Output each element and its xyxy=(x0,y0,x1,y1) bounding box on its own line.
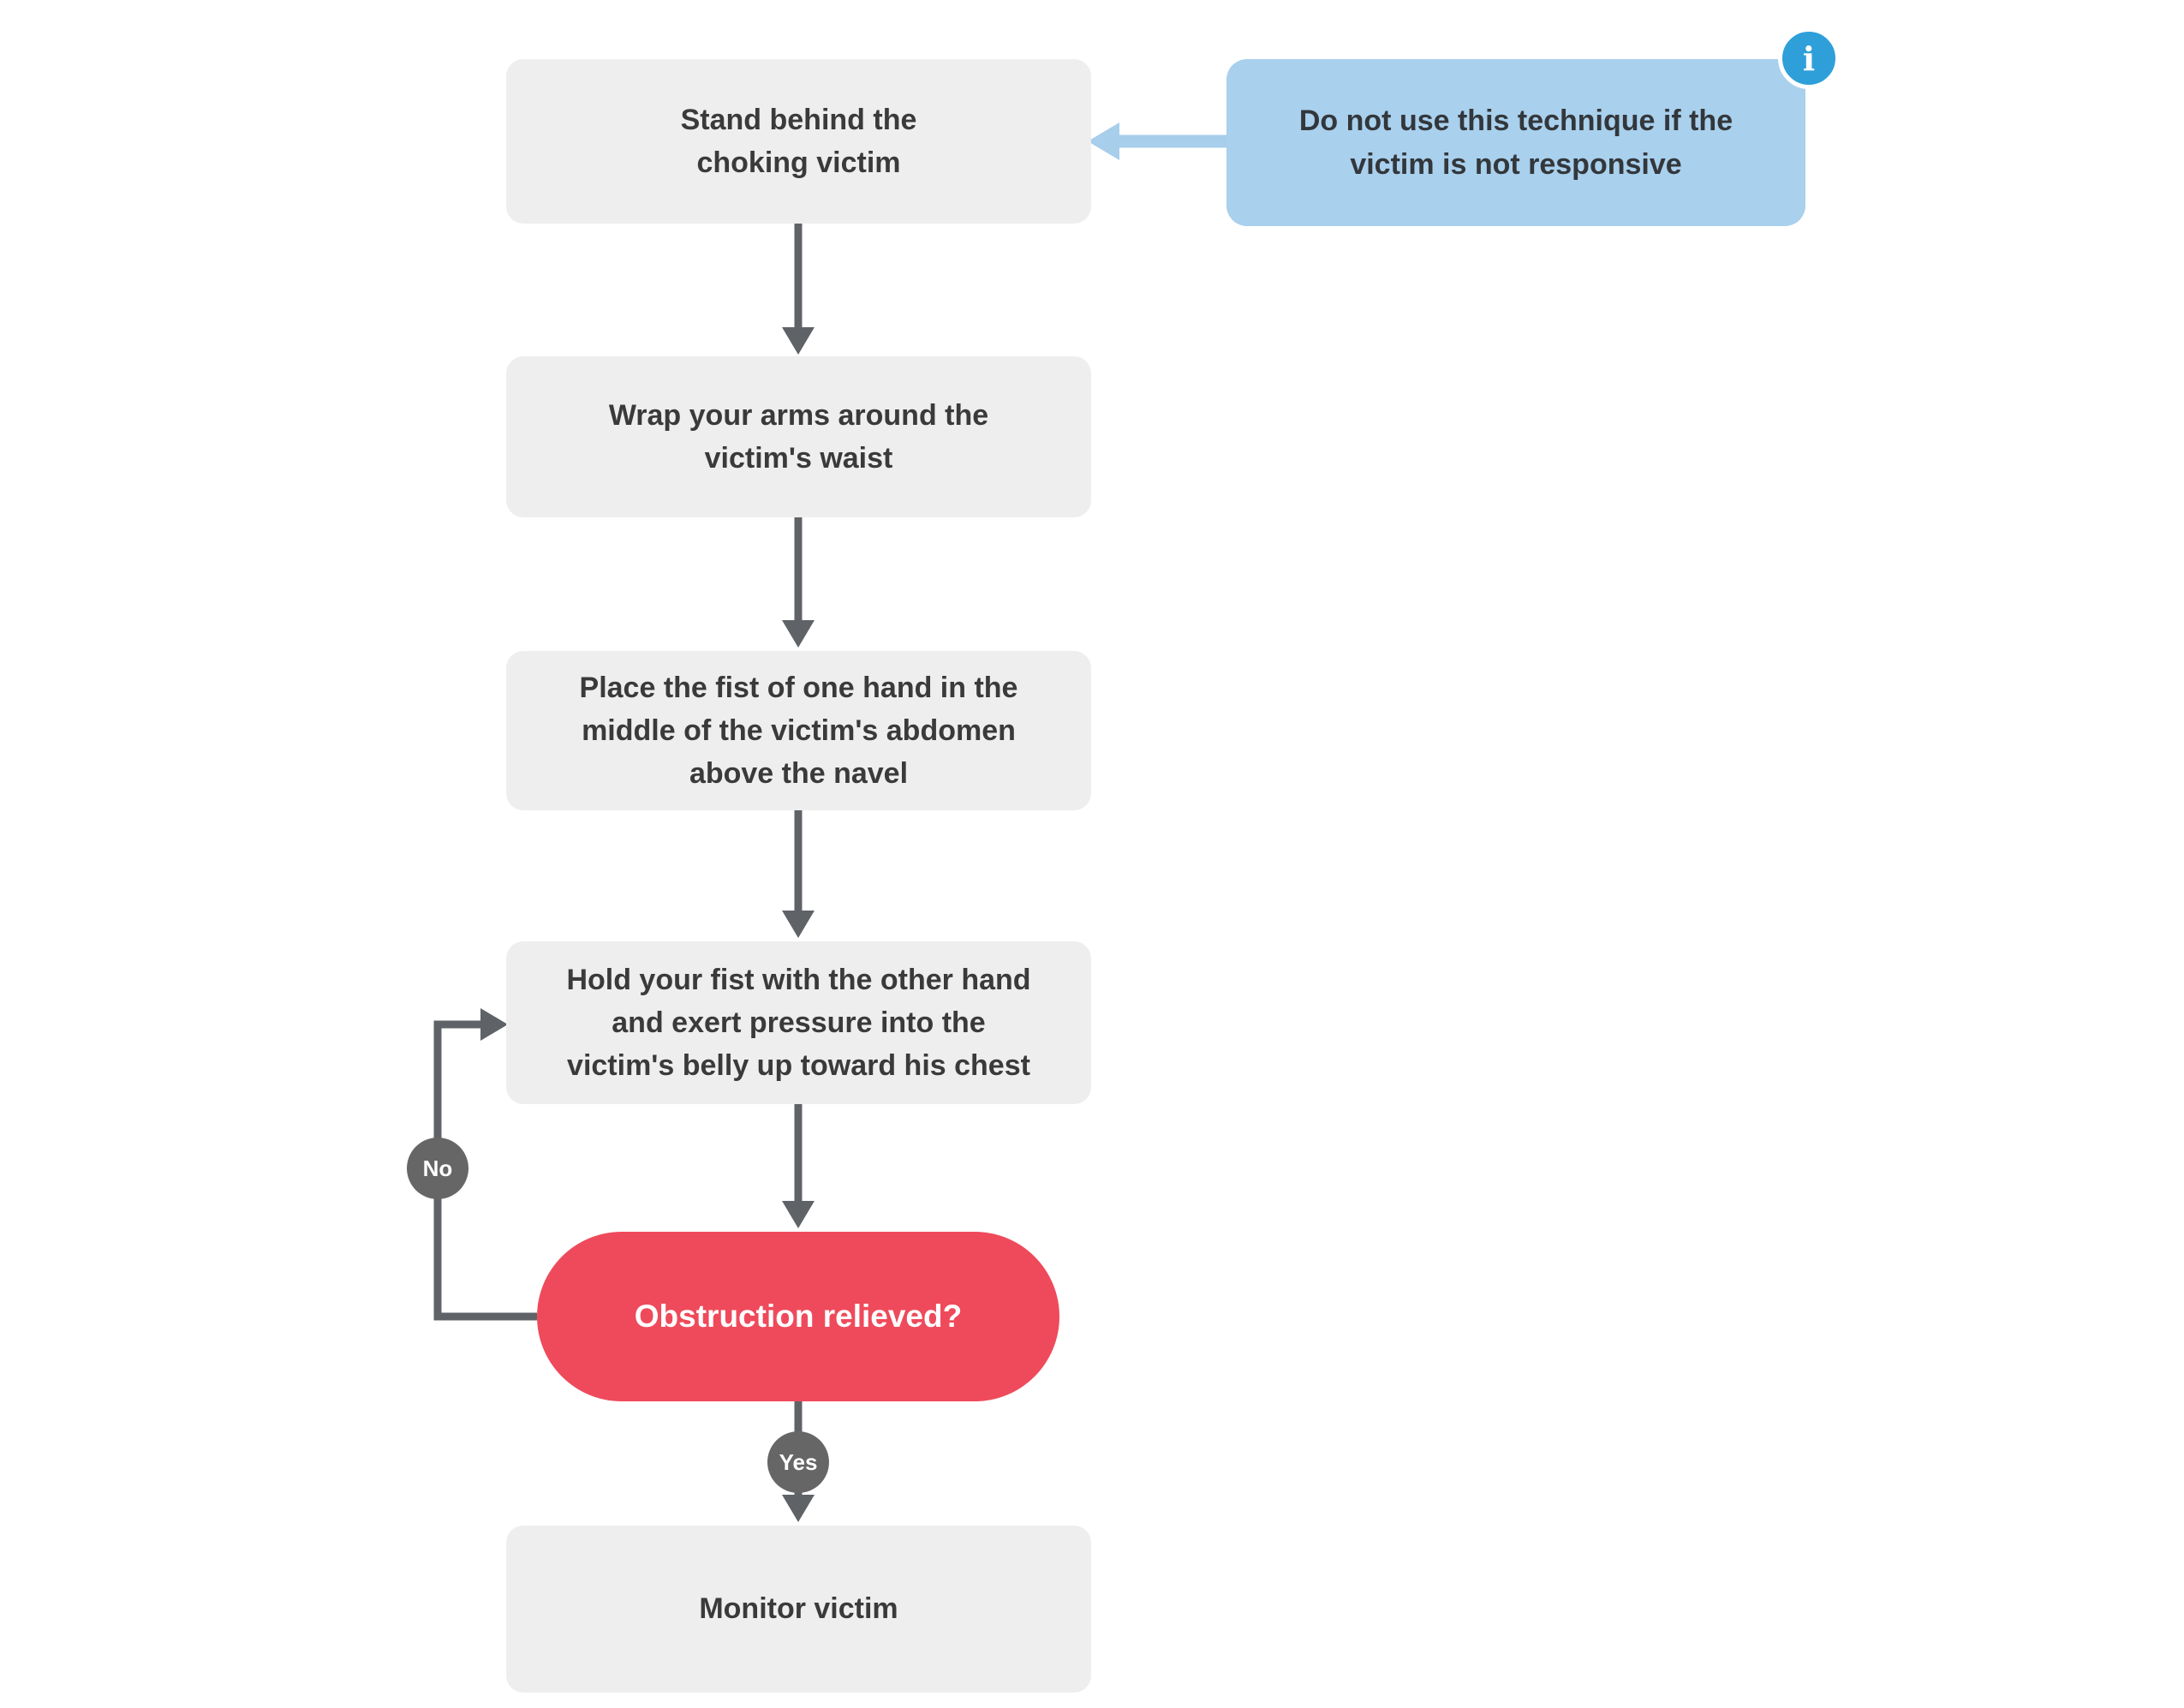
decision-obstruction-relieved: Obstruction relieved? xyxy=(537,1232,1059,1401)
step-place-fist: Place the fist of one hand in the middle… xyxy=(506,651,1091,810)
step-monitor-victim: Monitor victim xyxy=(506,1526,1091,1693)
arrow-step4-to-decision xyxy=(782,1104,815,1228)
arrow-step3-to-step4 xyxy=(782,810,815,938)
branch-label-yes: Yes xyxy=(767,1431,829,1493)
arrow-step2-to-step3 xyxy=(782,517,815,648)
info-icon[interactable]: i xyxy=(1778,27,1840,89)
step-wrap-arms: Wrap your arms around the victim's waist xyxy=(506,356,1091,517)
callout-arrow xyxy=(1088,122,1226,160)
warning-callout: Do not use this technique if the victim … xyxy=(1226,59,1805,226)
step-exert-pressure: Hold your fist with the other hand and e… xyxy=(506,941,1091,1104)
branch-label-no: No xyxy=(407,1138,468,1199)
arrow-step1-to-step2 xyxy=(782,224,815,355)
step-stand-behind-victim: Stand behind the choking victim xyxy=(506,59,1091,224)
